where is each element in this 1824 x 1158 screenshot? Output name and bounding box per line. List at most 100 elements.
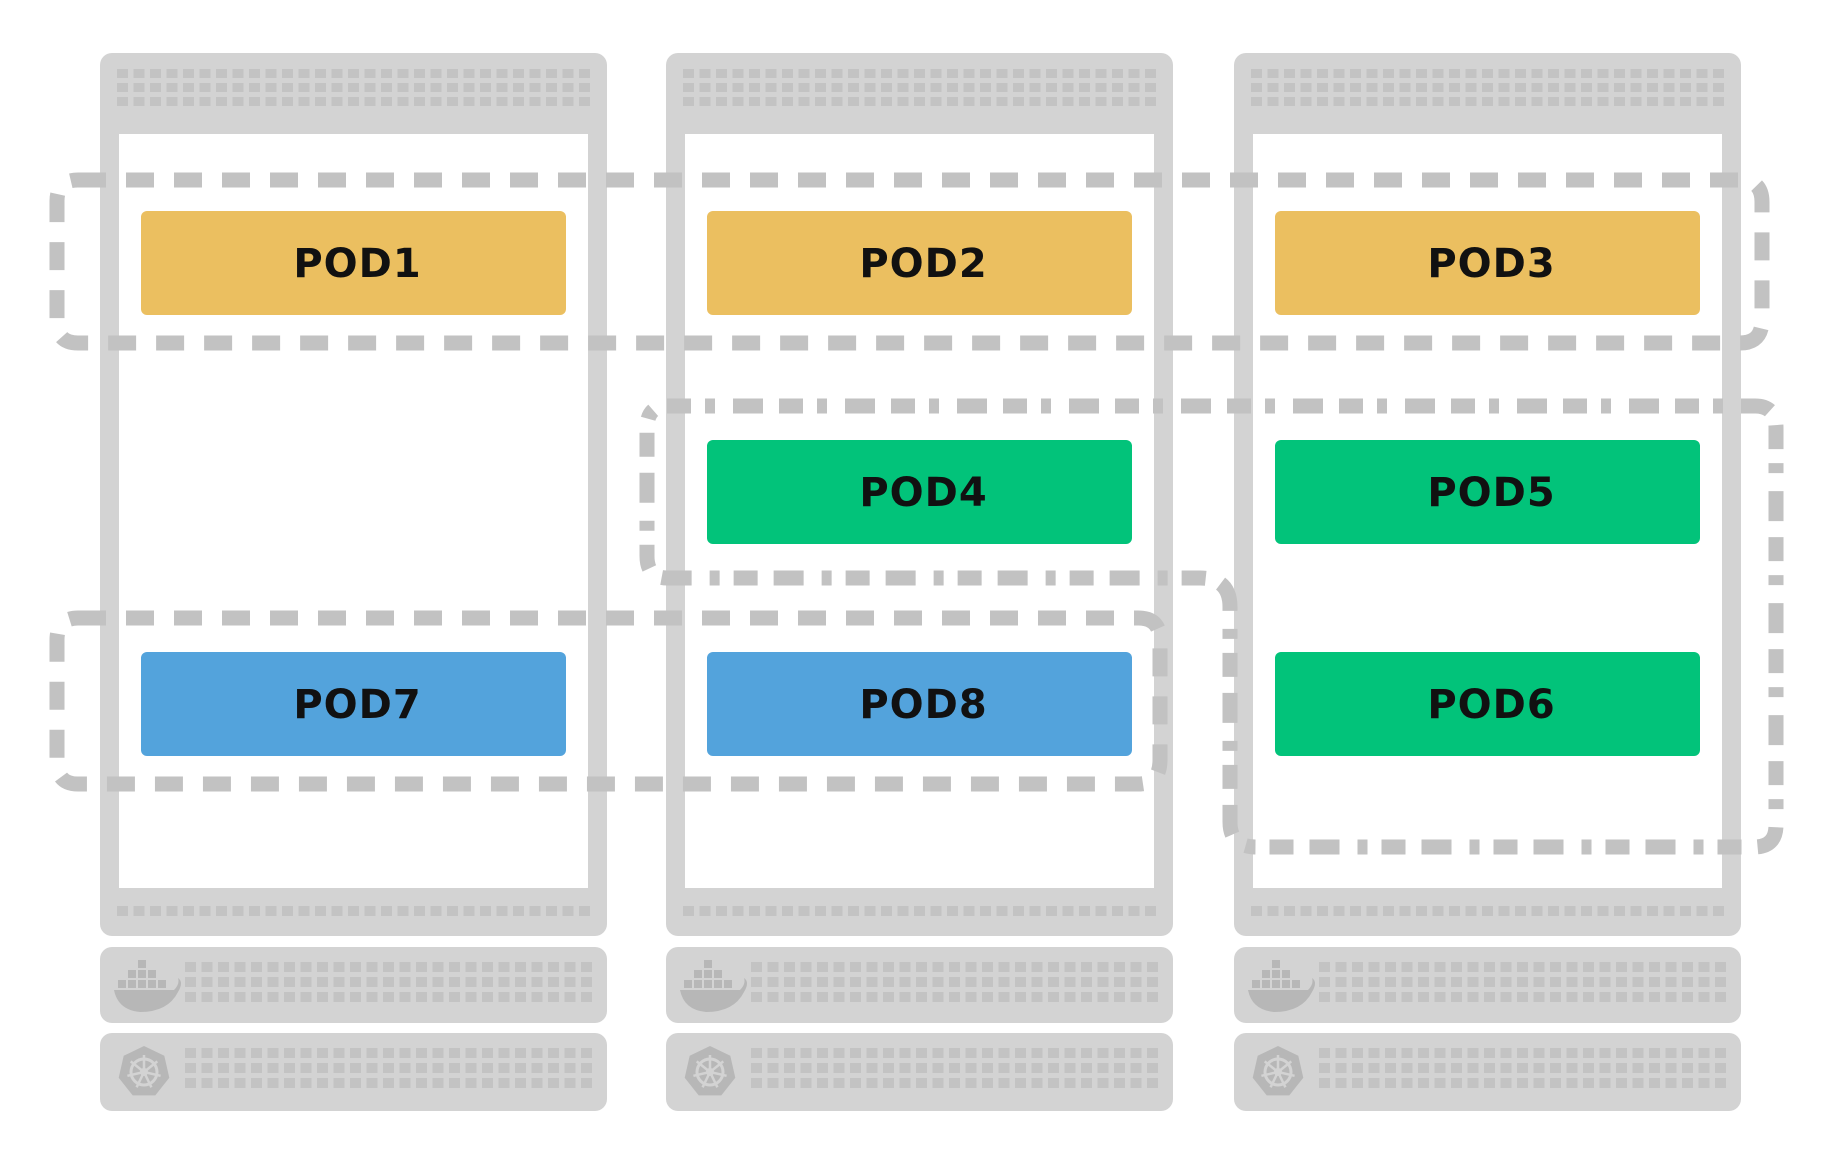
vent-hole [1550,1078,1561,1088]
vent-hole [1467,992,1479,1002]
pod-pod6[interactable]: POD6 [1275,652,1700,756]
vent-hole [579,83,590,92]
vent-hole [513,83,524,92]
vent-hole [1081,977,1092,987]
vent-hole [1015,1078,1026,1088]
vent-hole [381,69,392,78]
vent-hole [1095,97,1107,106]
vent-hole [899,992,911,1002]
vent-hole [185,1063,196,1073]
vent-hole [1498,83,1510,92]
vent-hole [1399,906,1411,916]
pod-pod8[interactable]: POD8 [707,652,1132,756]
vent-hole [765,97,777,106]
vent-hole [1500,992,1512,1002]
vent-hole [883,977,894,987]
vent-hole [1680,97,1691,106]
vent-hole [1663,97,1675,106]
pod-box[interactable] [141,211,566,315]
vent-hole [1715,1048,1726,1058]
pod-pod1[interactable]: POD1 [141,211,566,315]
vent-hole [218,1078,229,1088]
vent-hole [683,83,694,92]
pod-box[interactable] [707,211,1132,315]
pod-box[interactable] [1275,440,1700,544]
vent-hole [998,1078,1010,1088]
vent-hole [1317,83,1328,92]
vent-hole [581,977,592,987]
vent-hole [1630,69,1642,78]
pod-box[interactable] [1275,652,1700,756]
vent-hole [751,992,762,1002]
vent-hole [482,977,493,987]
vent-hole [1079,97,1090,106]
vent-hole [1147,1063,1158,1073]
vent-hole [732,83,744,92]
vent-hole [1048,1078,1059,1088]
yellow-pod-group-outline [49,172,1770,351]
vent-hole [1614,906,1625,916]
vent-hole [899,1078,911,1088]
vent-hole [531,962,543,972]
vent-hole [998,1048,1010,1058]
vent-hole [1383,906,1394,916]
vent-hole [1335,1063,1347,1073]
vent-hole [562,906,574,916]
vent-hole [1583,1078,1594,1088]
docker-whale-icon [1248,960,1315,1012]
vent-hole [465,992,477,1002]
vent-hole [800,962,812,972]
vent-hole [1095,83,1107,92]
vent-hole [1048,1063,1059,1073]
pod-pod4[interactable]: POD4 [707,440,1132,544]
vent-hole [1015,1048,1026,1058]
vent-hole [282,69,293,78]
vent-hole [1385,1078,1396,1088]
pod-box[interactable] [1275,211,1700,315]
vent-hole [782,906,793,916]
vent-hole [965,962,977,972]
bottom-vent-strip [683,906,1156,916]
vent-hole [1013,97,1024,106]
pod-pod5[interactable]: POD5 [1275,440,1700,544]
vent-hole [1145,906,1156,916]
vent-hole [548,1063,559,1073]
container-runtime-slot [666,947,1173,1023]
vent-hole [1484,1048,1495,1058]
vent-hole [782,83,793,92]
vent-hole [513,97,524,106]
vent-hole [282,97,293,106]
vent-hole [1114,1078,1125,1088]
vent-hole [1564,69,1576,78]
vent-hole [1031,992,1043,1002]
vent-hole [265,83,277,92]
vent-hole [914,69,925,78]
vent-hole [883,1063,894,1073]
vent-hole [784,1063,795,1073]
pod-pod7[interactable]: POD7 [141,652,566,756]
vent-hole [1097,1048,1109,1058]
pod-box[interactable] [707,440,1132,544]
vent-hole [348,97,359,106]
vent-hole [1064,1048,1076,1058]
vent-hole [515,977,526,987]
vent-hole [1581,97,1592,106]
vent-hole [201,1048,213,1058]
pod-pod3[interactable]: POD3 [1275,211,1700,315]
vent-hole [1616,962,1627,972]
vent-hole [1647,97,1658,106]
vent-hole [815,97,826,106]
vent-hole [315,97,326,106]
pod-box[interactable] [141,652,566,756]
vent-hole [465,977,477,987]
vent-hole [949,992,960,1002]
pod-pod2[interactable]: POD2 [707,211,1132,315]
vent-hole [1399,83,1411,92]
vent-hole [267,1078,279,1088]
vent-hole [1630,83,1642,92]
vent-hole [1401,1063,1413,1073]
vent-hole [782,97,793,106]
pod-box[interactable] [707,652,1132,756]
vent-hole [1434,977,1446,987]
vent-hole [1434,992,1446,1002]
